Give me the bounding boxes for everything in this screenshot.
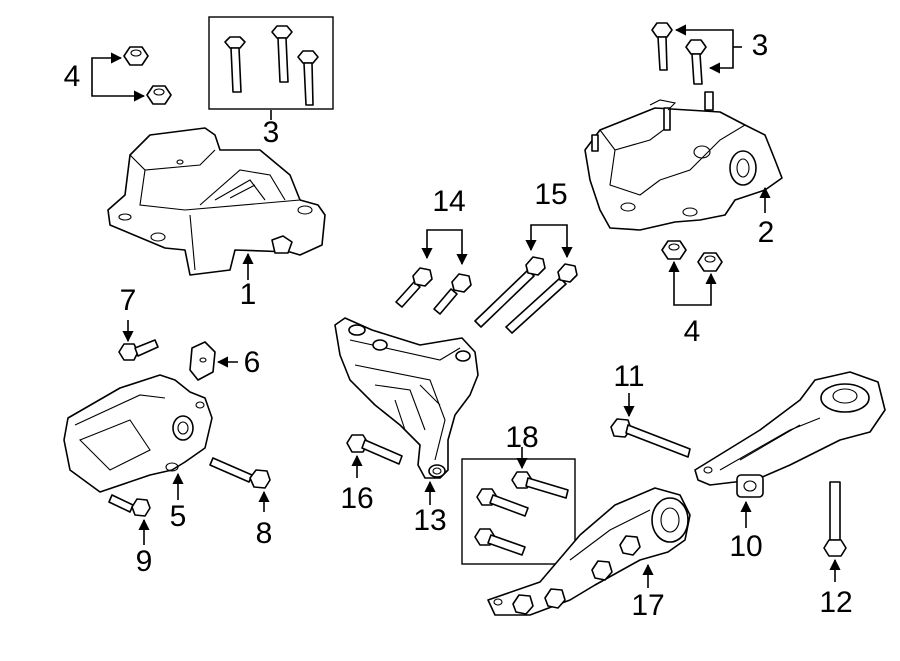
callout-9: 9	[136, 545, 153, 578]
part-12-bolt	[823, 481, 847, 557]
callout-12: 12	[819, 586, 852, 619]
callout-16: 16	[340, 482, 373, 515]
part-8-bolt	[209, 457, 271, 489]
bolt	[224, 36, 246, 93]
callout-1: 1	[240, 278, 257, 311]
part-11-bolt	[610, 418, 691, 458]
callout-18: 18	[505, 421, 538, 454]
part-10-torque-strut	[694, 371, 886, 498]
callout-8: 8	[256, 517, 273, 550]
part-4-nuts-left: 4	[64, 46, 172, 105]
part-18-bolt-set: 18	[461, 421, 576, 565]
callout-4-right: 4	[684, 315, 701, 348]
part-17-torque-link	[487, 487, 691, 616]
callout-4-left: 4	[64, 60, 81, 93]
callout-5: 5	[170, 500, 187, 533]
part-3-bolt-set-left: 3	[208, 16, 334, 149]
callout-10: 10	[729, 530, 762, 563]
part-14-bolts: 14	[395, 185, 472, 315]
part-15-long-bolts: 15	[474, 178, 578, 334]
callout-6: 6	[244, 346, 261, 379]
callout-17: 17	[631, 589, 664, 622]
part-13-bracket	[334, 317, 479, 479]
callout-11: 11	[613, 360, 644, 393]
part-5-bracket	[63, 374, 213, 493]
part-9-bolt	[108, 494, 151, 517]
callout-7: 7	[120, 284, 137, 317]
part-7-bolt	[118, 339, 159, 361]
callout-13: 13	[413, 504, 446, 537]
callout-14: 14	[432, 185, 465, 218]
bolt	[271, 25, 293, 83]
part-6-plate	[189, 341, 216, 381]
callout-3-left: 3	[263, 116, 280, 149]
callout-3-right: 3	[752, 29, 769, 62]
callout-2: 2	[758, 216, 775, 249]
part-4-nuts-right: 4	[661, 240, 723, 348]
callout-15: 15	[534, 178, 567, 211]
part-16-bolt	[346, 434, 403, 465]
bolt-set-box	[208, 16, 334, 110]
part-3-bolt-set-right: 3	[651, 22, 769, 85]
part-1-engine-mount	[107, 127, 326, 276]
part-2-transmission-mount	[584, 91, 783, 231]
bolt	[297, 50, 319, 106]
